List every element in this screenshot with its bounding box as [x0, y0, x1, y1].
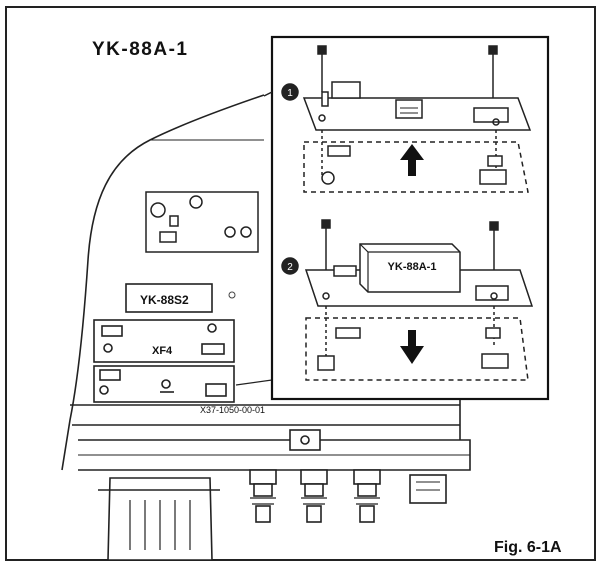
figure-caption: Fig. 6-1A [494, 539, 562, 556]
arrow-up-icon [400, 144, 424, 176]
step-marker-1 [281, 83, 299, 101]
module-yk88a1-label: YK-88A-1 [388, 261, 437, 273]
arrow-down-icon [400, 330, 424, 364]
radio-chassis [61, 94, 471, 561]
filter-yk88s2: YK-88S2 [125, 283, 236, 313]
step-2-assembly: 2 [281, 219, 534, 381]
pcb-upper-left [145, 191, 259, 253]
filter-yk88s2-label: YK-88S2 [140, 293, 189, 307]
step-marker-1-label: 1 [287, 88, 293, 99]
board-part-number: X37-1050-00-01 [200, 405, 265, 415]
board-lower-left [93, 365, 273, 403]
step-1-assembly: 1 [281, 45, 532, 193]
board-xf4-label: XF4 [152, 345, 173, 357]
step-marker-2 [281, 257, 299, 275]
figure-title: YK-88A-1 [92, 39, 188, 60]
board-xf4: XF4 [93, 319, 235, 363]
step-marker-2-label: 2 [287, 262, 293, 273]
